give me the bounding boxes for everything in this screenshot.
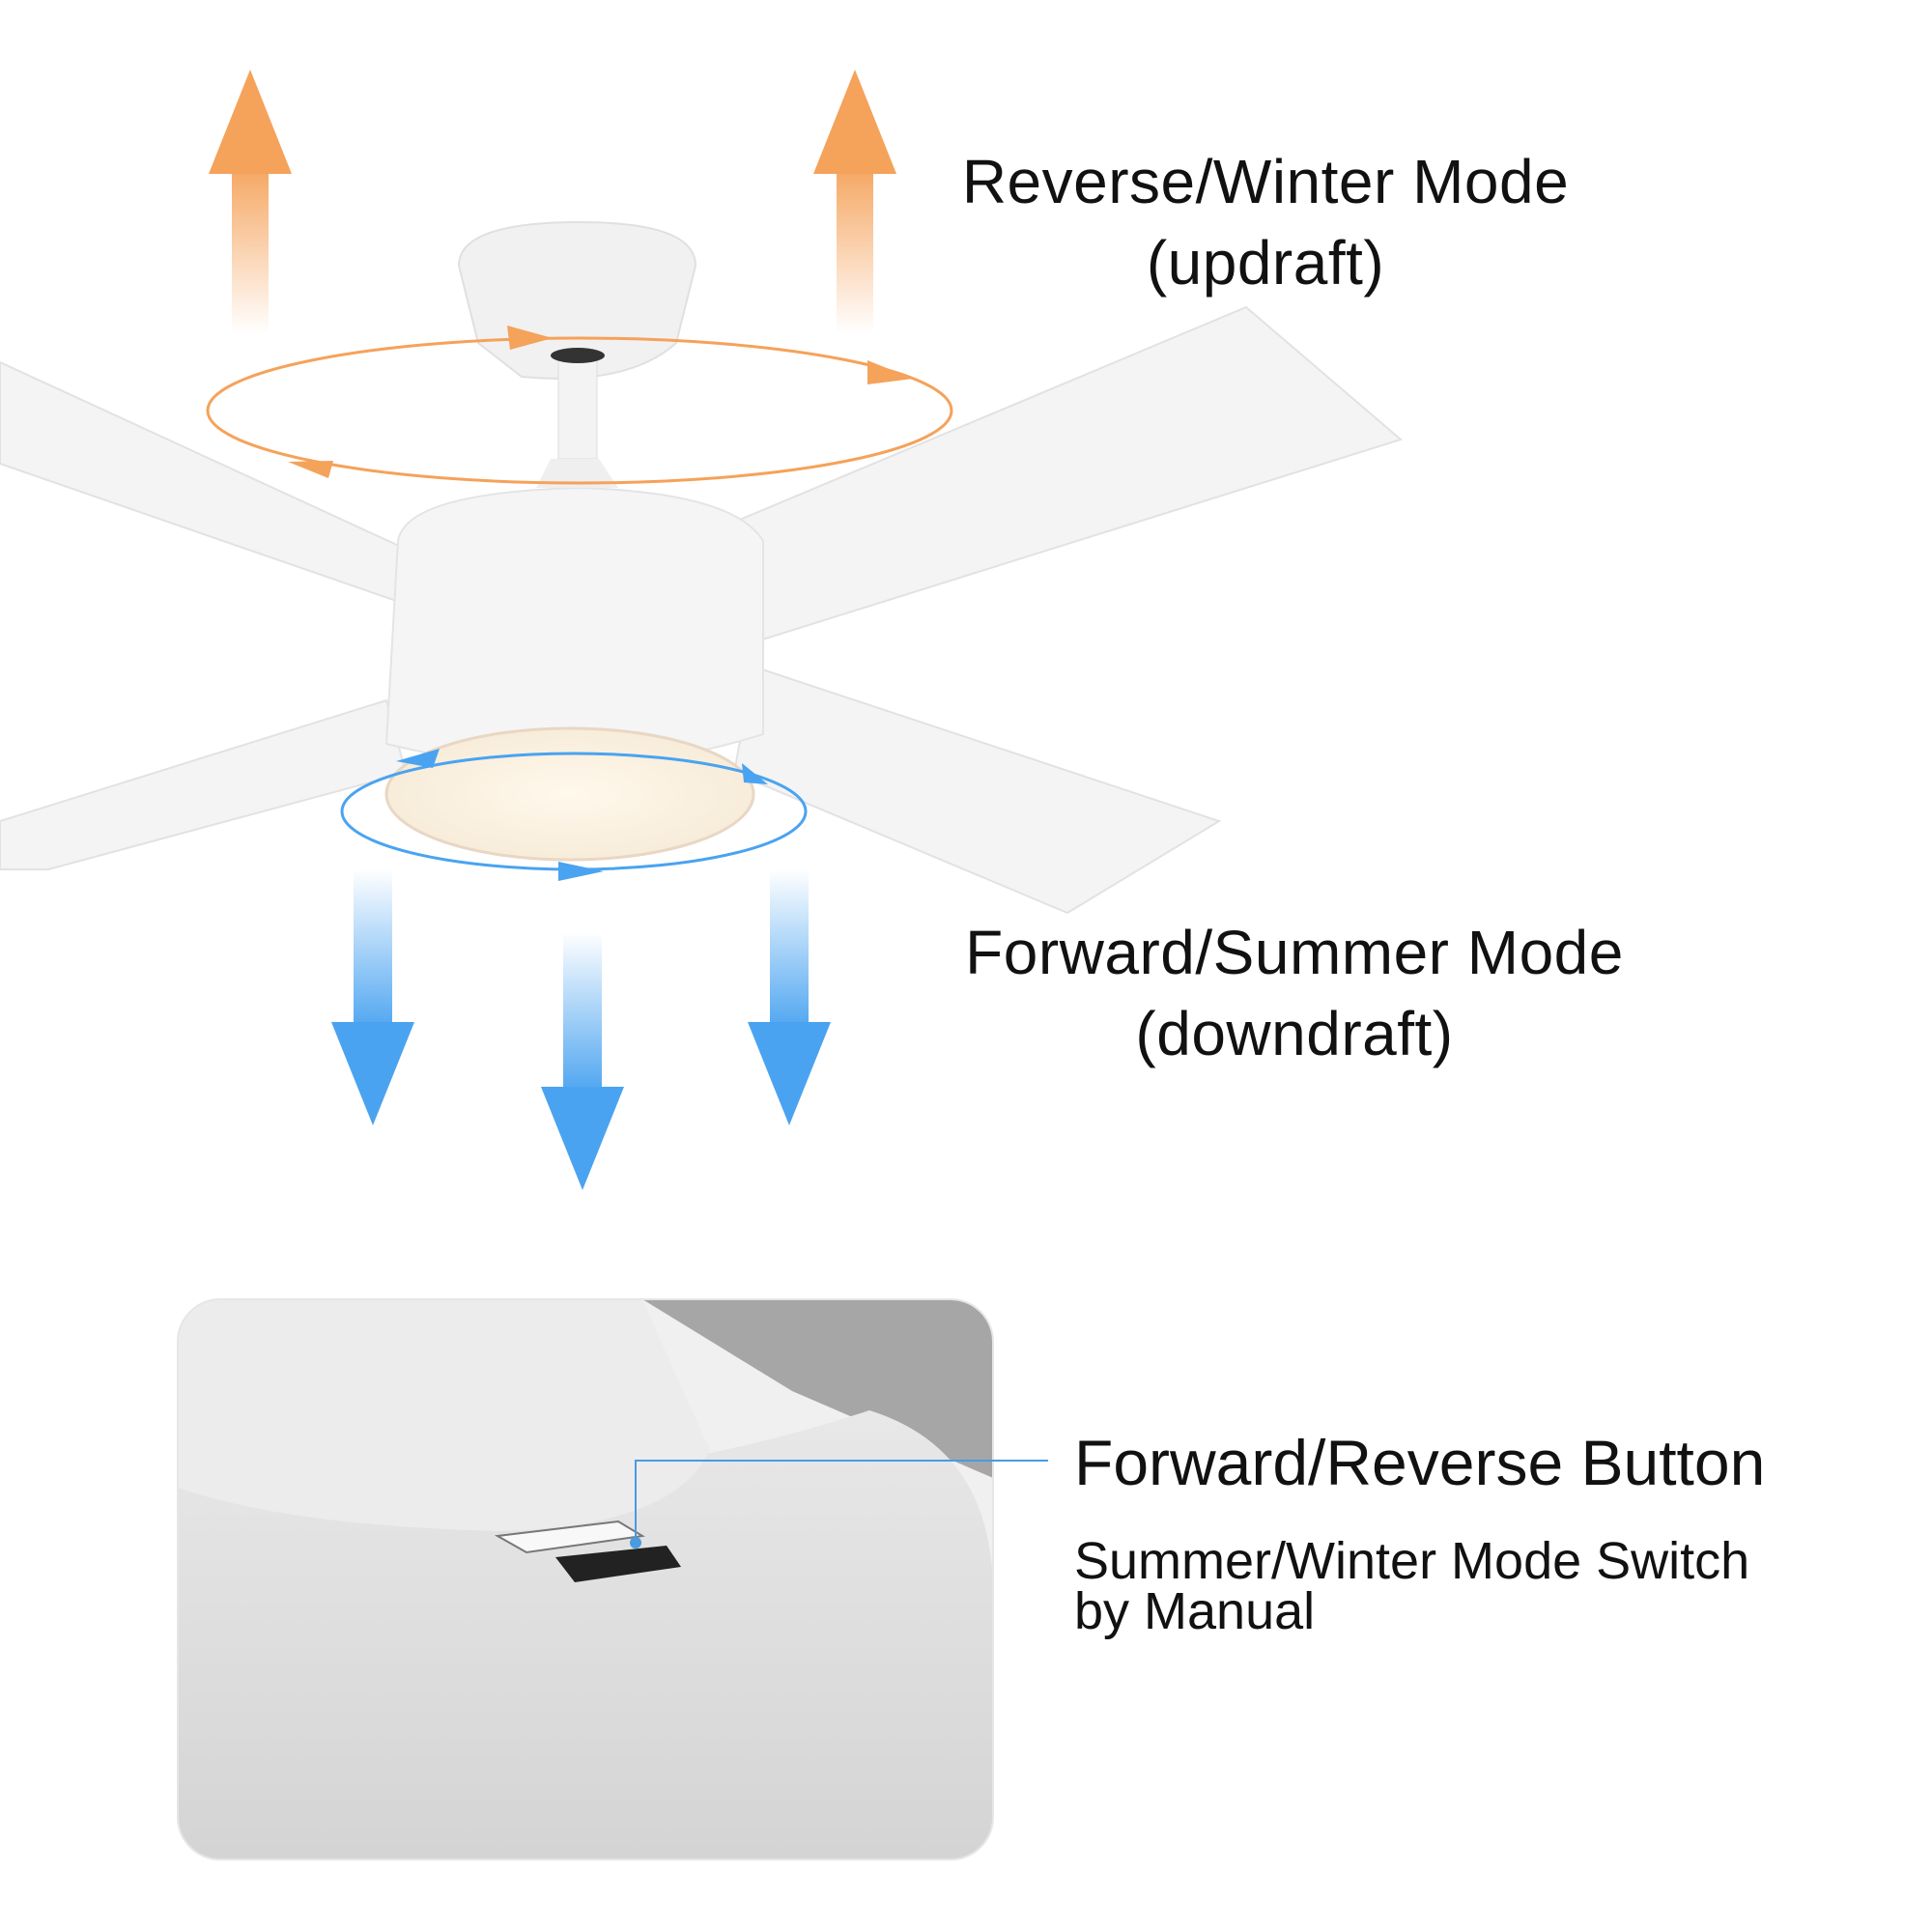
reverse-mode-subtitle: (updraft) — [1146, 228, 1385, 298]
downdraft-arrow — [541, 932, 624, 1190]
forward-rotation-indicator — [340, 749, 808, 881]
callout-leader-line — [630, 1460, 1048, 1548]
forward-reverse-switch — [555, 1546, 681, 1582]
led-light-panel — [384, 726, 755, 862]
forward-mode-subtitle: (downdraft) — [1135, 999, 1454, 1068]
button-callout-title: Forward/Reverse Button — [1074, 1427, 1766, 1498]
button-closeup-photo — [178, 1299, 993, 1860]
updraft-arrow — [813, 70, 896, 333]
fan-motor-housing — [384, 459, 764, 862]
downdraft-arrow — [748, 869, 831, 1125]
updraft-arrow — [209, 70, 292, 333]
description-line-1: Summer/Winter Mode Switch — [1074, 1532, 1750, 1590]
button-callout-description: Summer/Winter Mode Switch by Manual — [1074, 1532, 1886, 1640]
reverse-mode-title: Reverse/Winter Mode — [961, 147, 1570, 216]
downdraft-arrow — [331, 869, 414, 1125]
forward-summer-mode-label: Forward/Summer Mode (downdraft) — [927, 912, 1662, 1074]
forward-mode-title: Forward/Summer Mode — [965, 918, 1624, 987]
reverse-rotation-indicator — [206, 326, 953, 485]
description-line-2: by Manual — [1074, 1582, 1316, 1640]
reverse-winter-mode-label: Reverse/Winter Mode (updraft) — [927, 141, 1604, 303]
